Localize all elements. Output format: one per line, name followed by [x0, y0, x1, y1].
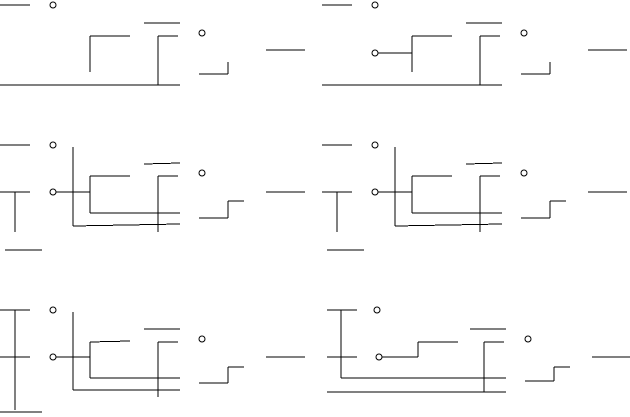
wire-line [465, 162, 503, 165]
panel-middle-left [0, 141, 305, 251]
junction-circle [198, 335, 206, 343]
junction-circle [49, 141, 57, 149]
wire-line [72, 223, 181, 227]
junction-circle [49, 353, 57, 361]
junction-circle [49, 1, 57, 9]
junction-circle [371, 141, 379, 149]
junction-circle [520, 169, 528, 177]
junction-circle [375, 353, 383, 361]
junction-circle [49, 306, 57, 314]
junction-circle [371, 188, 379, 196]
panel-top-right [322, 1, 627, 86]
junction-circle [198, 29, 206, 37]
panel-top-left [0, 1, 305, 86]
wire-line [394, 223, 503, 227]
wire-line [89, 340, 131, 343]
junction-circle [198, 169, 206, 177]
panel-middle-right [322, 141, 627, 251]
wire-line [143, 162, 181, 165]
junction-circle [524, 335, 532, 343]
junction-circle [371, 1, 379, 9]
junction-circle [49, 188, 57, 196]
junction-circle [371, 49, 379, 57]
junction-circle [373, 306, 381, 314]
panel-bottom-left [0, 306, 305, 413]
junction-circle [520, 29, 528, 37]
panel-bottom-right [327, 306, 630, 393]
